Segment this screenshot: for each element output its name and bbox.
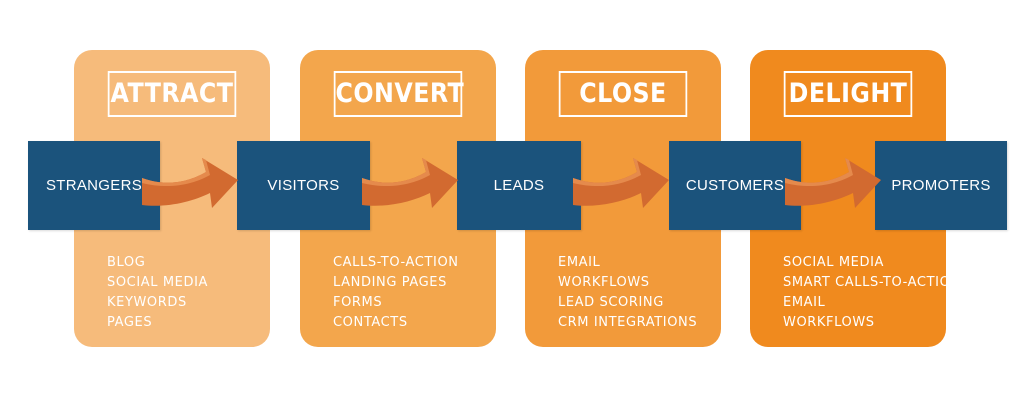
curved-arrow-icon — [785, 158, 881, 208]
tool-item: BLOG — [107, 255, 146, 270]
tool-item: LANDING PAGES — [333, 275, 447, 290]
tool-item: CRM INTEGRATIONS — [558, 315, 698, 330]
tool-item: SOCIAL MEDIA — [783, 255, 885, 270]
tool-item: KEYWORDS — [107, 295, 187, 310]
tool-item: WORKFLOWS — [783, 315, 875, 330]
tool-item: LEAD SCORING — [558, 295, 664, 310]
stage-visitors: VISITORS — [237, 141, 370, 230]
stage-customers: CUSTOMERS — [669, 141, 801, 230]
tool-list-convert: CALLS-TO-ACTION LANDING PAGES FORMS CONT… — [333, 253, 459, 333]
tool-item: WORKFLOWS — [558, 275, 650, 290]
stage-promoters: PROMOTERS — [875, 141, 1007, 230]
tool-item: CALLS-TO-ACTION — [333, 255, 459, 270]
stage-leads: LEADS — [457, 141, 581, 230]
tool-item: CONTACTS — [333, 315, 408, 330]
tool-list-delight: SOCIAL MEDIA SMART CALLS-TO-ACTION EMAIL… — [783, 253, 961, 333]
tool-item: EMAIL — [558, 255, 601, 270]
tool-item: SOCIAL MEDIA — [107, 275, 209, 290]
panel-title-delight: DELIGHT — [783, 71, 913, 117]
tool-list-attract: BLOG SOCIAL MEDIA KEYWORDS PAGES — [107, 253, 208, 333]
panel-title-attract: ATTRACT — [107, 71, 237, 117]
curved-arrow-icon — [362, 158, 458, 208]
panel-title-close: CLOSE — [558, 71, 688, 117]
tool-item: EMAIL — [783, 295, 826, 310]
stage-strangers: STRANGERS — [28, 141, 160, 230]
panel-title-convert: CONVERT — [333, 71, 464, 117]
curved-arrow-icon — [573, 158, 669, 208]
curved-arrow-icon — [142, 158, 238, 208]
tool-item: FORMS — [333, 295, 383, 310]
tool-item: PAGES — [107, 315, 153, 330]
tool-list-close: EMAIL WORKFLOWS LEAD SCORING CRM INTEGRA… — [558, 253, 697, 333]
tool-item: SMART CALLS-TO-ACTION — [783, 275, 961, 290]
